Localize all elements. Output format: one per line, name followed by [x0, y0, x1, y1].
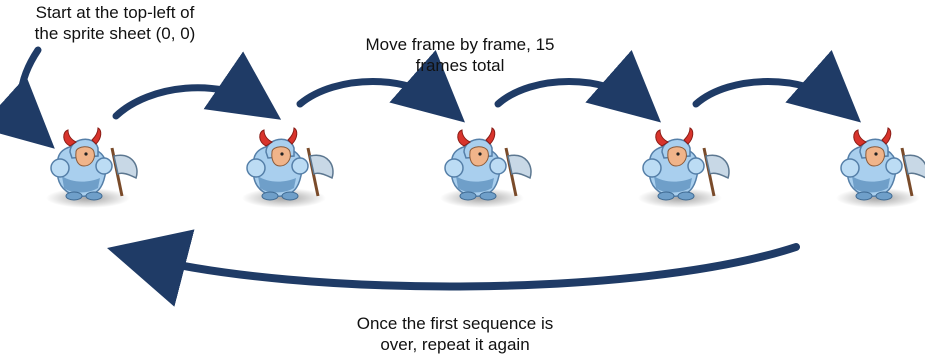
- start-annotation: Start at the top-left of the sprite shee…: [0, 2, 230, 44]
- sprite-frame-1: [44, 126, 139, 210]
- sprite-frame-3: [438, 126, 533, 210]
- move-annotation-line-1: Move frame by frame, 15: [365, 35, 555, 54]
- sprite-frame-5: [834, 126, 925, 210]
- start-annotation-line-1: Start at the top-left of: [35, 3, 195, 22]
- viking-warrior-sprite-icon: [438, 126, 533, 210]
- viking-warrior-sprite-icon: [240, 126, 335, 210]
- frame-arrow: [112, 51, 282, 120]
- sprite-frame-4: [636, 126, 731, 210]
- move-annotation: Move frame by frame, 15 frames total: [350, 34, 570, 76]
- repeat-arrow: [107, 229, 800, 307]
- start-annotation-line-2: the sprite sheet (0, 0): [34, 24, 196, 43]
- viking-warrior-sprite-icon: [834, 126, 925, 210]
- repeat-annotation: Once the first sequence is over, repeat …: [335, 313, 575, 355]
- frame-arrow: [494, 49, 662, 123]
- frame-arrow: [692, 49, 862, 123]
- viking-warrior-sprite-icon: [636, 126, 731, 210]
- frame-arrow: [296, 49, 466, 123]
- start-arrow: [0, 46, 55, 149]
- repeat-annotation-line-1: Once the first sequence is: [356, 314, 554, 333]
- move-annotation-line-2: frames total: [415, 56, 505, 75]
- sprite-frame-2: [240, 126, 335, 210]
- viking-warrior-sprite-icon: [44, 126, 139, 210]
- repeat-annotation-line-2: over, repeat it again: [380, 335, 530, 354]
